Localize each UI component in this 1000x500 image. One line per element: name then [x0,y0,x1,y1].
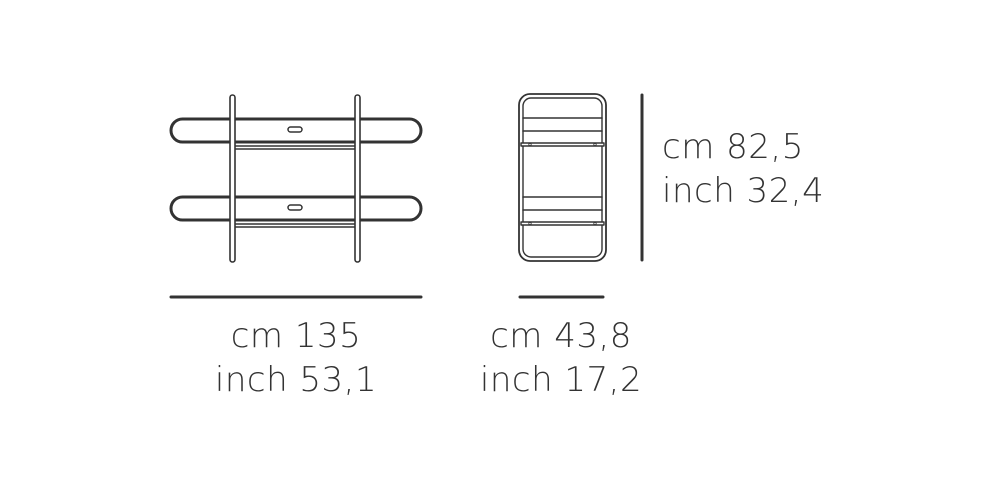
depth-dimension-label: cm 43,8 inch 17,2 [461,314,661,402]
height-inch: inch 32,4 [662,171,825,211]
depth-cm: cm 43,8 [490,316,632,356]
right-post [354,94,361,263]
height-cm: cm 82,5 [662,127,804,167]
front-view [169,94,423,263]
side-view [518,93,607,262]
bottom-shelf [169,195,423,228]
height-dimension-label: cm 82,5 inch 32,4 [662,125,882,213]
width-cm: cm 135 [230,316,362,356]
depth-inch: inch 17,2 [479,360,643,400]
handle-slot-icon [287,204,303,211]
width-inch: inch 53,1 [214,360,378,400]
top-shelf [169,117,423,150]
width-dimension-label: cm 135 inch 53,1 [196,314,396,402]
handle-slot-icon [287,126,303,133]
left-post [229,94,236,263]
